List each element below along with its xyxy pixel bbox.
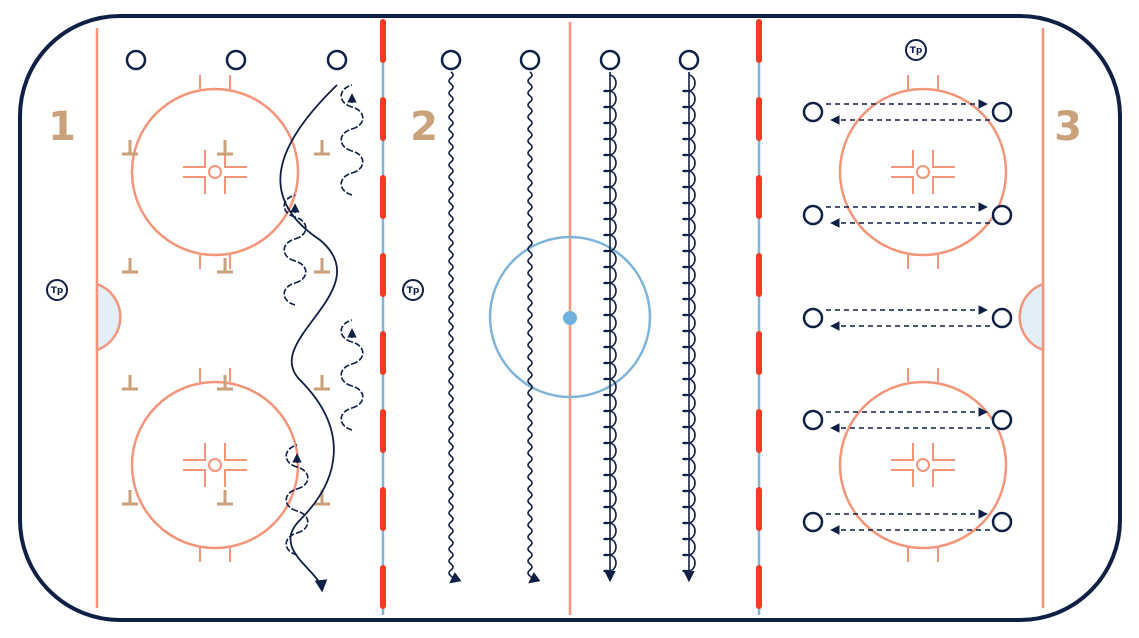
skater-circle-icon (802, 307, 824, 329)
zone-2-label: 2 (410, 104, 438, 150)
faceoff-hash (891, 443, 955, 487)
faceoff-ring (130, 380, 300, 550)
skater-circle-icon (125, 49, 147, 71)
pylon-group (122, 140, 330, 506)
faceoff-ring (838, 87, 1008, 257)
zone-1-label: 1 (48, 104, 76, 150)
crossover-loops (340, 84, 364, 196)
pylon-icon (122, 375, 138, 391)
faceoff-ring (130, 87, 300, 257)
pylon-icon (217, 490, 233, 506)
skater-circle-icon (991, 511, 1013, 533)
loop-skate-path (603, 74, 617, 573)
crossover-loops (283, 194, 307, 306)
faceoff-circle (130, 368, 300, 562)
skater-circle-icon (991, 307, 1013, 329)
pylon-icon (314, 140, 330, 156)
faceoff-hash (891, 150, 955, 194)
crossover-loop-path (340, 319, 364, 431)
pylon-icon (122, 258, 138, 274)
faceoff-hash (183, 150, 247, 194)
crossover-loop-path (283, 194, 307, 306)
skater-circle-icon (519, 49, 541, 71)
coach-circle-icon: Tp (402, 279, 424, 301)
pylon-icon (217, 258, 233, 274)
center-dot (563, 311, 577, 325)
faceoff-dot (916, 165, 930, 179)
coach-circle-icon: Tp (46, 279, 68, 301)
coach-circle-icon: Tp (905, 39, 927, 61)
goal-crease-right (1018, 282, 1045, 352)
crossover-loops (285, 444, 309, 556)
pylon-icon (314, 375, 330, 391)
skater-circle-icon (991, 204, 1013, 226)
crossover-loop-path (340, 84, 364, 196)
pylon-icon (122, 140, 138, 156)
coach-label-zone2: Tp (407, 286, 420, 296)
pylon-icon (217, 140, 233, 156)
faceoff-hash (183, 443, 247, 487)
loop-skate-path (682, 74, 696, 573)
crossover-loop-path (285, 444, 309, 556)
skater-circle-icon (599, 49, 621, 71)
zone-3-label: 3 (1054, 104, 1082, 150)
coach-label-zone1: Tp (51, 286, 64, 296)
faceoff-ring (838, 380, 1008, 550)
skater-circle-icon (440, 49, 462, 71)
skater-circle-icon (802, 101, 824, 123)
pylon-icon (122, 490, 138, 506)
skater-group (125, 49, 1013, 533)
skater-circle-icon (225, 49, 247, 71)
faceoff-dot (916, 458, 930, 472)
faceoff-circle (838, 368, 1008, 562)
skater-circle-icon (802, 511, 824, 533)
skater-circle-icon (678, 49, 700, 71)
wavy-skate-path (527, 71, 541, 584)
wavy-skate-path (448, 71, 462, 584)
faceoff-dot (208, 165, 222, 179)
skater-circle-icon (802, 204, 824, 226)
pylon-icon (314, 258, 330, 274)
faceoff-circle (130, 75, 300, 269)
serpentine-path (279, 84, 338, 593)
skater-circle-icon (991, 101, 1013, 123)
drill-paths (279, 71, 990, 593)
pylon-icon (217, 375, 233, 391)
faceoff-dot (208, 458, 222, 472)
coach-label-zone3: Tp (910, 46, 923, 56)
crossover-loops (340, 319, 364, 431)
goal-crease-left (95, 282, 122, 352)
skater-circle-icon (991, 409, 1013, 431)
skater-circle-icon (802, 409, 824, 431)
skater-circle-icon (326, 49, 348, 71)
faceoff-circle (838, 75, 1008, 269)
center-circle (488, 235, 652, 399)
